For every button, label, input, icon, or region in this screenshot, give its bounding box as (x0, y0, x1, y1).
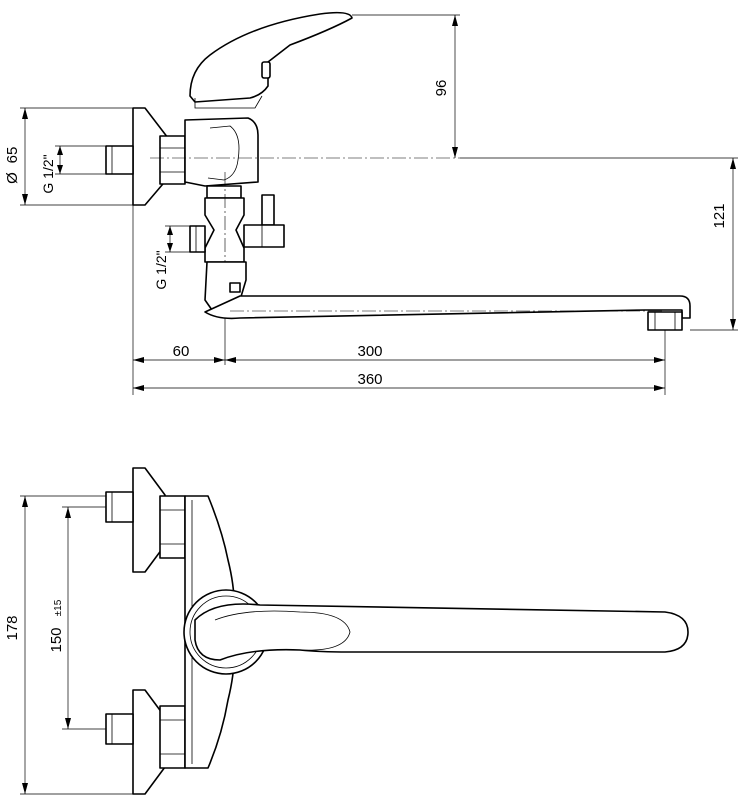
dim-96: 96 (433, 80, 450, 97)
lever-handle (189, 11, 353, 103)
diverter-knob (261, 194, 275, 226)
inlet-stub-lower (105, 713, 134, 745)
dim-diameter-symbol: Ø (4, 172, 21, 184)
aerator (647, 311, 683, 331)
hex-nut-upper (159, 495, 186, 559)
lever-handle-plan (194, 603, 689, 661)
dim-300: 300 (357, 343, 382, 360)
dim-60: 60 (173, 343, 190, 360)
dim-thread-lower: G 1/2" (153, 250, 169, 289)
dim-360: 360 (357, 371, 382, 388)
diverter-body (204, 197, 245, 263)
side-outlet (189, 225, 206, 253)
diverter-coupling (206, 185, 242, 199)
top-plan-view: 178 150 ±15 (4, 467, 689, 795)
inlet-stub-upper (105, 491, 134, 523)
dim-thread-top: G 1/2" (40, 154, 56, 193)
dim-121: 121 (711, 203, 728, 228)
dim-178: 178 (4, 615, 21, 640)
hex-nut-lower (159, 705, 186, 769)
dim-150: 150 (48, 627, 65, 652)
mixer-body (184, 117, 259, 187)
inlet-stub-top (105, 145, 134, 175)
side-elevation-view: 96 121 Ø 65 G 1/2" G 1/2" (4, 11, 738, 395)
hex-nut-top (159, 135, 186, 185)
spout (204, 295, 691, 320)
dim-65: 65 (4, 147, 21, 164)
dim-tolerance: ±15 (53, 599, 64, 616)
